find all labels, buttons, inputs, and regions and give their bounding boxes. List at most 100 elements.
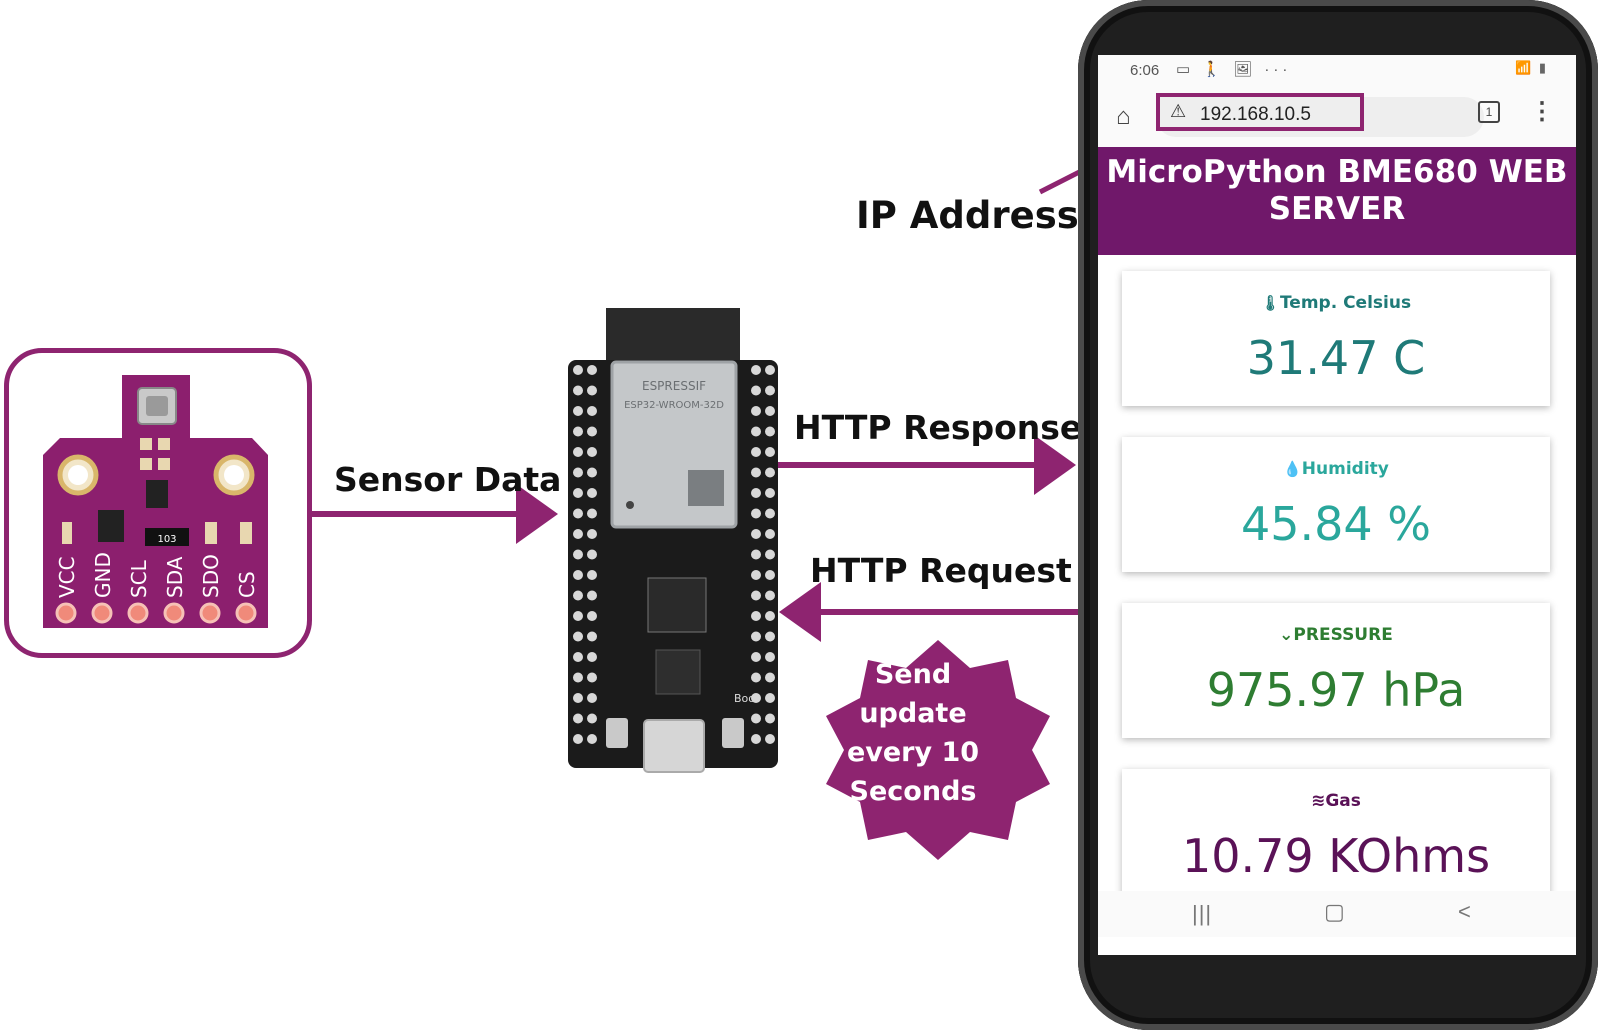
humidity-value: 45.84 %: [1240, 497, 1432, 551]
header-pin: [765, 447, 775, 457]
header-pin: [765, 713, 775, 724]
temperature-value: 31.47 C: [1246, 331, 1426, 385]
gas-card: ≋Gas 10.79 KOhms: [1122, 769, 1550, 904]
pin-vcc: VCC: [55, 556, 79, 598]
header-pin: [587, 426, 597, 437]
android-nav-bar: ||| ▢ <: [1098, 891, 1576, 937]
header-pin: [573, 406, 583, 416]
signal-battery-icon: 📶 ▮: [1515, 60, 1548, 75]
header-pin: [751, 467, 761, 478]
starburst-line-3: every 10: [846, 737, 980, 768]
header-pin: [751, 508, 761, 519]
overflow-menu-icon[interactable]: ⋮: [1530, 98, 1554, 125]
header-pin: [587, 488, 597, 498]
home-icon[interactable]: ⌂: [1116, 103, 1131, 130]
header-pin: [751, 570, 761, 580]
sensor-data-label: Sensor Data: [334, 460, 562, 499]
header-pin: [765, 570, 775, 580]
header-pin: [751, 426, 761, 437]
header-pin: [765, 406, 775, 416]
thermometer-icon: 🌡: [1260, 294, 1280, 312]
header-pin: [573, 713, 583, 724]
starburst-text: Send update every 10 Seconds: [838, 655, 988, 811]
header-pin: [751, 365, 761, 375]
header-pin: [587, 734, 597, 744]
header-pin: [765, 611, 775, 621]
header-pin: [587, 529, 597, 539]
tab-switcher-icon[interactable]: 1: [1478, 101, 1500, 123]
header-pin: [587, 447, 597, 457]
header-pin: [751, 734, 761, 744]
humidity-card: 💧Humidity 45.84 %: [1122, 437, 1550, 572]
header-pin: [573, 508, 583, 519]
gas-value: 10.79 KOhms: [1181, 829, 1491, 883]
update-starburst: [826, 640, 1050, 860]
header-pin: [573, 570, 583, 580]
header-pin: [765, 590, 775, 601]
header-pin: [587, 672, 597, 683]
pressure-card: ⌄PRESSURE 975.97 hPa: [1122, 603, 1550, 738]
resistor-code: 103: [157, 534, 176, 545]
header-pin: [573, 426, 583, 437]
header-pin: [573, 611, 583, 621]
recent-apps-icon[interactable]: |||: [1192, 901, 1213, 926]
http-request-label: HTTP Request: [810, 551, 1072, 590]
header-pin: [751, 385, 761, 396]
home-button-icon[interactable]: ▢: [1324, 899, 1345, 924]
temperature-card: 🌡Temp. Celsius 31.47 C: [1122, 271, 1550, 406]
header-pin: [573, 693, 583, 703]
header-pin: [573, 652, 583, 662]
starburst-line-2: update: [859, 698, 967, 729]
header-pin: [751, 529, 761, 539]
temperature-title: 🌡Temp. Celsius: [1260, 293, 1412, 313]
header-pin: [765, 631, 775, 642]
http-response-label: HTTP Response: [794, 408, 1083, 447]
page-title-line-2: SERVER: [1268, 191, 1406, 227]
header-pin: [765, 652, 775, 662]
sensor-pin-pads: [55, 602, 257, 624]
header-pin: [573, 672, 583, 683]
header-pin: [751, 631, 761, 642]
browser-toolbar: ⌂ ⚠ 192.168.10.5 1 ⋮: [1098, 87, 1576, 147]
warning-icon: ⚠: [1170, 101, 1187, 121]
page-title-line-1: MicroPython BME680 WEB: [1106, 154, 1568, 190]
header-pin: [587, 570, 597, 580]
gas-title: ≋Gas: [1311, 791, 1361, 811]
header-pin: [751, 672, 761, 683]
header-pin: [573, 590, 583, 601]
module-model: ESP32-WROOM-32D: [624, 400, 724, 411]
header-pin: [751, 488, 761, 498]
pin-gnd: GND: [91, 552, 115, 598]
header-pin: [765, 385, 775, 396]
header-pin: [573, 385, 583, 396]
header-pin: [765, 529, 775, 539]
header-pin: [587, 467, 597, 478]
header-pin: [573, 631, 583, 642]
header-pin: [751, 652, 761, 662]
back-icon[interactable]: <: [1458, 899, 1471, 924]
header-pin: [587, 406, 597, 416]
header-pin: [587, 611, 597, 621]
ip-address-label: IP Address: [856, 194, 1079, 237]
header-pin: [573, 447, 583, 457]
esp32-header-pins: [573, 365, 775, 744]
starburst-line-4: Seconds: [849, 776, 977, 807]
header-pin: [587, 652, 597, 662]
header-pin: [765, 467, 775, 478]
status-time: 6:06: [1130, 62, 1160, 79]
header-pin: [751, 611, 761, 621]
page-title: MicroPython BME680 WEB SERVER: [1098, 147, 1576, 255]
header-pin: [765, 508, 775, 519]
header-pin: [751, 549, 761, 560]
header-pin: [765, 672, 775, 683]
phone-screen: 6:06 ▭ 🚶 🖼 ··· 📶 ▮ ⌂ ⚠ 192.168.10.5 1 ⋮ …: [1098, 55, 1576, 955]
status-bar: 6:06 ▭ 🚶 🖼 ··· 📶 ▮: [1098, 55, 1576, 87]
header-pin: [587, 549, 597, 560]
double-chevron-down-icon: ⌄: [1279, 625, 1294, 645]
url-highlight-box[interactable]: ⚠ 192.168.10.5: [1156, 93, 1364, 131]
pin-sdo: SDO: [199, 554, 223, 598]
pin-scl: SCL: [127, 559, 151, 598]
header-pin: [765, 549, 775, 560]
header-pin: [751, 713, 761, 724]
header-pin: [751, 406, 761, 416]
